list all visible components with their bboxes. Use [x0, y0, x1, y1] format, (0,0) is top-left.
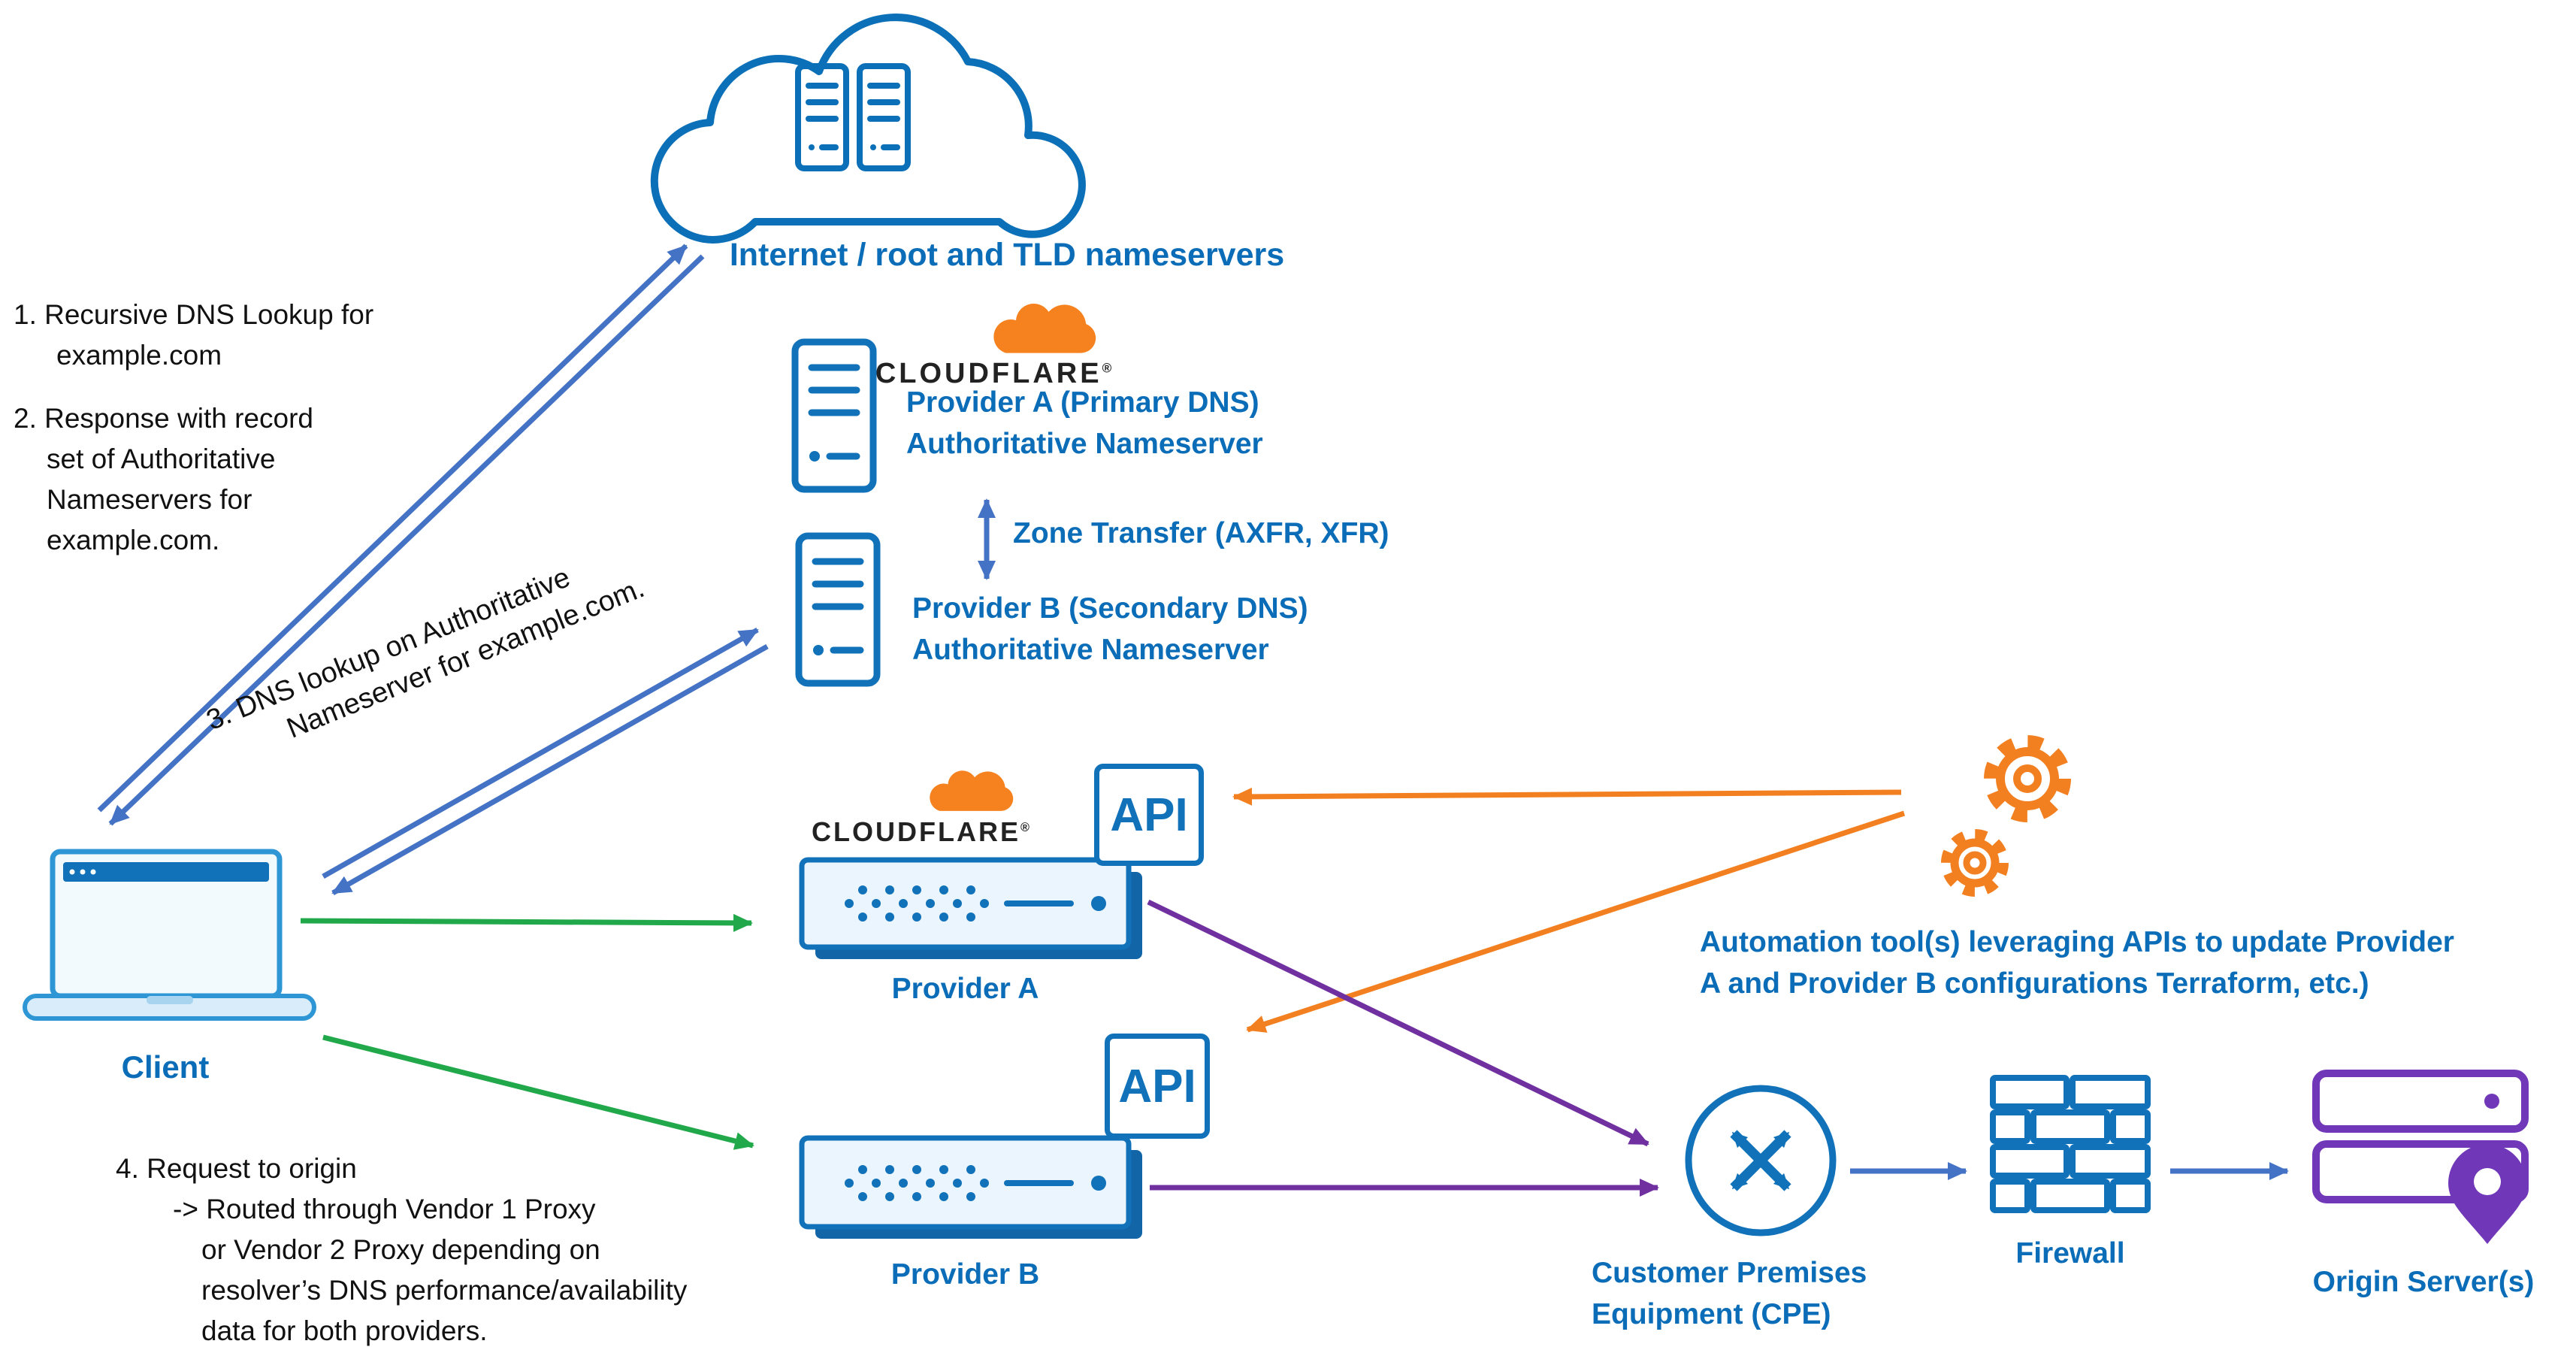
- note-step2-line4: example.com.: [47, 525, 220, 555]
- provider-a-label: Provider A: [891, 973, 1039, 1005]
- cpe-line1: Customer Premises: [1592, 1257, 1867, 1289]
- api-label-b: API: [1118, 1060, 1196, 1112]
- cloudflare-regmark: ®: [1102, 361, 1112, 376]
- note-step2-line2: set of Authoritative: [47, 443, 276, 474]
- provider-a-ns-label: Provider A (Primary DNS) Authoritative N…: [906, 382, 1263, 465]
- arrow-automation-api-a: [1232, 787, 1902, 806]
- gears-icon: [1941, 735, 2071, 897]
- arrow-request-provider-a: [300, 913, 753, 932]
- note-step4: 4. Request to origin -> Routed through V…: [116, 1149, 687, 1351]
- cloudflare-regmark-2: ®: [1020, 821, 1029, 834]
- origin-label: Origin Server(s): [2312, 1266, 2535, 1298]
- arrows: [97, 244, 2289, 1197]
- note-step4-line4: resolver’s DNS performance/availability: [201, 1275, 688, 1306]
- firewall-label: Firewall: [2015, 1237, 2125, 1270]
- automation-label: Automation tool(s) leveraging APIs to up…: [1700, 922, 2454, 1004]
- location-pin-icon: [2448, 1144, 2526, 1244]
- arrow-recursive-response: [108, 254, 705, 826]
- arrow-recursive-lookup: [97, 244, 688, 813]
- note-step4-line1: 4. Request to origin: [116, 1153, 357, 1184]
- gear-small: [1941, 829, 2009, 897]
- cloudflare-wordmark-text-2: CLOUDFLARE: [812, 816, 1021, 847]
- note-step4-line5: data for both providers.: [201, 1315, 488, 1346]
- cpe-line2: Equipment (CPE): [1592, 1298, 1831, 1330]
- note-step2-line3: Nameservers for: [47, 484, 252, 515]
- cpe-router-icon: [1685, 1085, 1837, 1236]
- gear-large: [1984, 735, 2071, 822]
- arrow-provider-a-to-cpe: [1147, 899, 1649, 1147]
- note-step4-line3: or Vendor 2 Proxy depending on: [201, 1234, 600, 1265]
- automation-line1: Automation tool(s) leveraging APIs to up…: [1700, 926, 2454, 958]
- provider-a-ns-line2: Authoritative Nameserver: [906, 428, 1263, 460]
- provider-b-nameserver-icon: [795, 532, 881, 687]
- internet-label: Internet / root and TLD nameservers: [729, 237, 1285, 273]
- api-box-provider-a: API: [1094, 764, 1204, 866]
- provider-b-ns-label: Provider B (Secondary DNS) Authoritative…: [912, 588, 1308, 670]
- zone-transfer-label: Zone Transfer (AXFR, XFR): [1013, 517, 1389, 549]
- client-label: Client: [121, 1049, 210, 1085]
- client-laptop-icon: [23, 849, 316, 1021]
- root-nameserver-icon: [795, 63, 849, 171]
- note-step2: 2. Response with record set of Authorita…: [14, 398, 313, 561]
- provider-a-ns-line1: Provider A (Primary DNS): [906, 386, 1259, 419]
- firewall-icon: [1990, 1075, 2151, 1213]
- provider-a-proxy-icon: [799, 857, 1142, 959]
- automation-line2: A and Provider B configurations Terrafor…: [1700, 967, 2369, 1000]
- note-step2-line1: 2. Response with record: [14, 403, 313, 434]
- note-step1-line2: example.com: [56, 340, 222, 371]
- provider-b-proxy-icon: [799, 1135, 1142, 1239]
- api-box-provider-b: API: [1105, 1034, 1210, 1139]
- note-step1: 1. Recursive DNS Lookup for example.com: [14, 295, 373, 376]
- tld-nameserver-icon: [857, 63, 911, 171]
- note-step4-line2: -> Routed through Vendor 1 Proxy: [173, 1194, 596, 1224]
- cloudflare-wordmark-text: CLOUDFLARE: [875, 358, 1102, 389]
- arrow-authoritative-lookup: [322, 627, 759, 879]
- provider-b-ns-line1: Provider B (Secondary DNS): [912, 592, 1308, 625]
- origin-servers-icon: [2312, 1070, 2529, 1244]
- cloudflare-cloud-icon-middle: [930, 770, 1014, 811]
- note-step1-line1: 1. Recursive DNS Lookup for: [14, 299, 374, 330]
- provider-b-label: Provider B: [890, 1258, 1040, 1291]
- arrow-automation-api-b: [1246, 810, 1906, 1033]
- cloudflare-wordmark-top: CLOUDFLARE®: [864, 358, 1123, 390]
- arrow-request-provider-b: [322, 1034, 754, 1150]
- api-label-a: API: [1110, 788, 1188, 841]
- cloudflare-cloud-icon-top: [993, 303, 1096, 353]
- internet-cloud-icon: [650, 14, 1086, 244]
- arrow-authoritative-response: [331, 643, 769, 896]
- cloudflare-wordmark-middle: CLOUDFLARE®: [797, 816, 1045, 848]
- cpe-label: Customer Premises Equipment (CPE): [1592, 1252, 1867, 1335]
- provider-b-ns-line2: Authoritative Nameserver: [912, 634, 1269, 666]
- provider-a-nameserver-icon: [791, 338, 877, 493]
